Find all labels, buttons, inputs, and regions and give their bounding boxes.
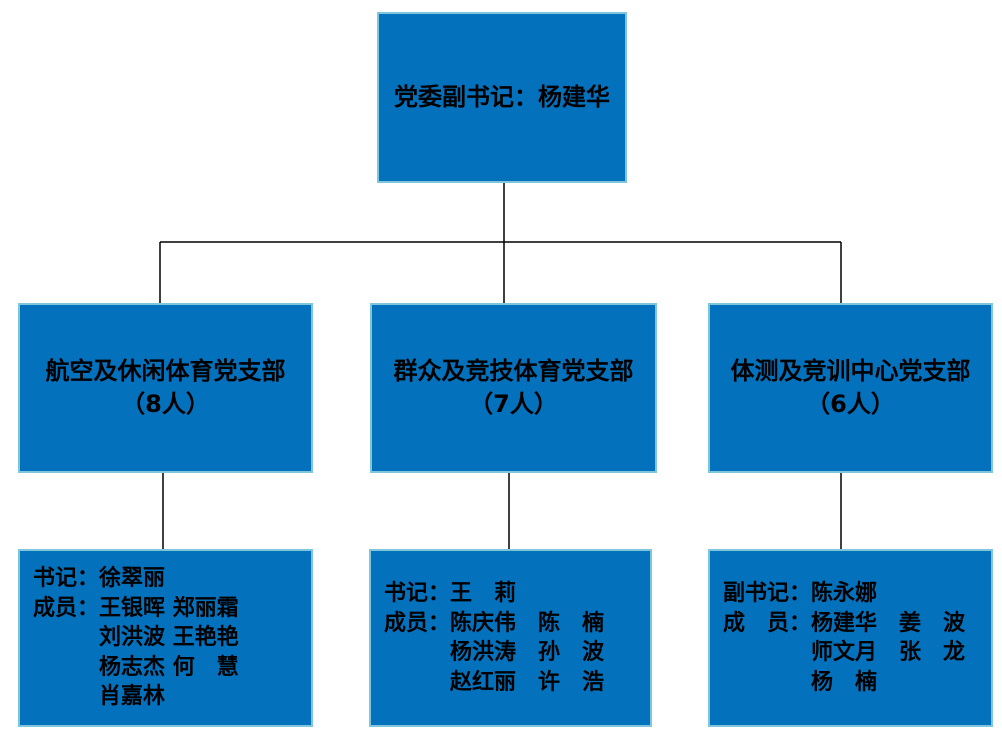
- node-root: 党委副书记：杨建华: [377, 12, 627, 183]
- branch-name: 群众及竞技体育党支部: [393, 357, 634, 385]
- branch-member-count: （8人）: [121, 390, 210, 418]
- roster-line: 赵红丽 许 浩: [384, 669, 605, 695]
- node-branch-mass-competitive: 群众及竞技体育党支部 （7人）: [370, 303, 657, 473]
- roster-line: 成员：王银晖 郑丽霜: [33, 595, 239, 621]
- branch-name: 航空及休闲体育党支部: [45, 357, 286, 385]
- node-branch-testing-training: 体测及竞训中心党支部 （6人）: [708, 303, 993, 473]
- roster-line: 杨 楠: [723, 669, 878, 695]
- node-roster-mass-competitive: 书记：王 莉 成员：陈庆伟 陈 楠 杨洪涛 孙 波 赵红丽 许 浩: [369, 549, 652, 727]
- node-roster-aviation-leisure: 书记：徐翠丽 成员：王银晖 郑丽霜 刘洪波 王艳艳 杨志杰 何 慧 肖嘉林: [18, 549, 313, 727]
- roster-line: 刘洪波 王艳艳: [33, 625, 239, 651]
- roster-line: 副书记：陈永娜: [723, 581, 878, 606]
- roster-line: 书记：徐翠丽: [33, 566, 166, 592]
- roster-line: 书记：王 莉: [384, 581, 517, 606]
- roster-line: 杨洪涛 孙 波: [384, 640, 605, 665]
- root-title: 党委副书记：杨建华: [394, 83, 610, 111]
- roster-line: 杨志杰 何 慧: [33, 654, 239, 680]
- node-roster-testing-training: 副书记：陈永娜 成 员：杨建华 姜 波 师文月 张 龙 杨 楠: [708, 549, 993, 727]
- roster-line: 成 员：杨建华 姜 波: [723, 610, 966, 636]
- branch-member-count: （7人）: [469, 390, 558, 418]
- node-branch-aviation-leisure: 航空及休闲体育党支部 （8人）: [18, 303, 313, 473]
- roster-line: 成员：陈庆伟 陈 楠: [384, 610, 605, 636]
- branch-name: 体测及竞训中心党支部: [730, 357, 971, 385]
- roster-line: 肖嘉林: [33, 684, 166, 710]
- roster-line: 师文月 张 龙: [723, 640, 966, 665]
- branch-member-count: （6人）: [806, 390, 895, 418]
